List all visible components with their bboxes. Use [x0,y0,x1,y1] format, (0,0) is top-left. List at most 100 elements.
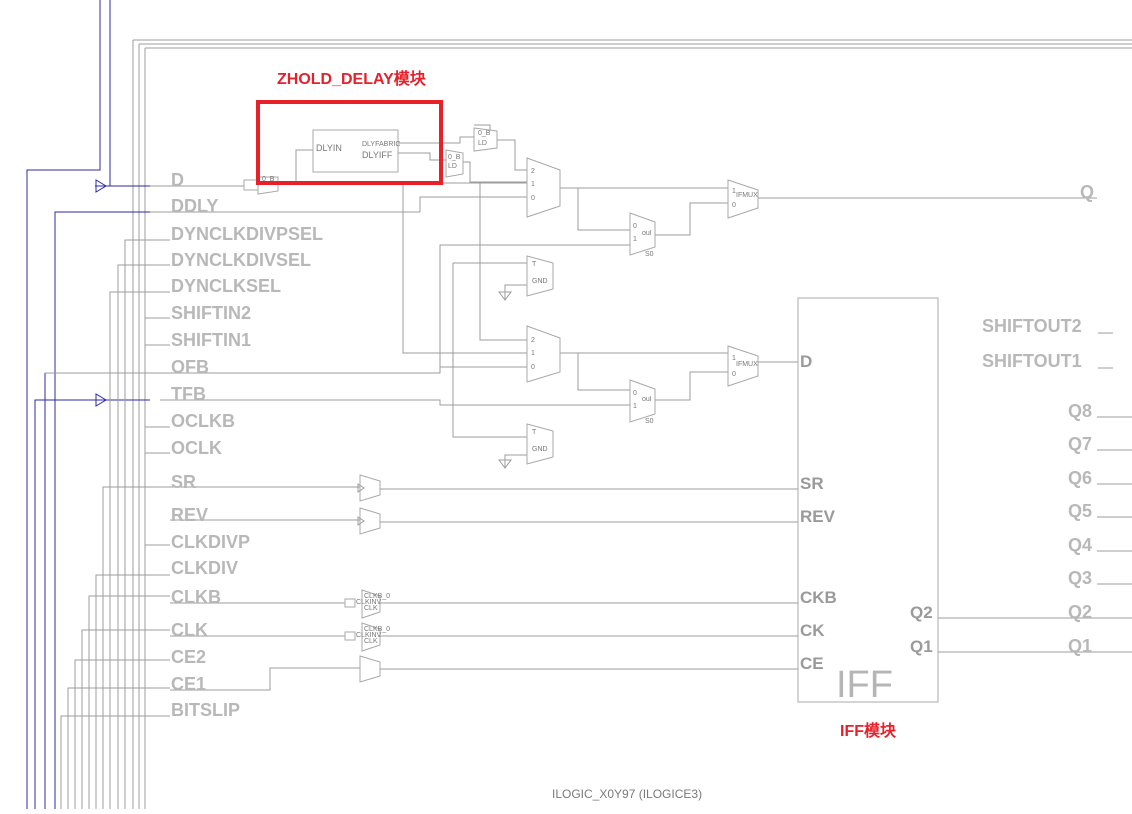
iff-pin-q1: Q1 [910,637,933,656]
output-pin-q8[interactable]: Q8 [1068,401,1092,421]
input-pin-dynclksel[interactable]: DYNCLKSEL [171,276,281,296]
buffer-label: 0_B [262,176,275,183]
input-pin-rev[interactable]: REV [171,505,208,525]
ifmux-upper-in1: 1 [732,188,736,195]
clkb-mux-label-2: CLKINV [356,599,382,606]
dmux-upper-in1: 1 [633,236,637,243]
output-pin-q5[interactable]: Q5 [1068,501,1092,521]
dmux-lower-in1: 1 [633,403,637,410]
sr-buffer[interactable] [357,474,381,502]
mux-upper-in1: 1 [531,181,535,188]
gnd-lower-t: T [532,429,537,436]
input-pin-clk[interactable]: CLK [171,620,208,640]
input-pin-d[interactable]: D [171,170,184,190]
input-pin-clkb[interactable]: CLKB [171,587,221,607]
clk-inverter-mux[interactable]: CLKB_0 CLKINV CLK [344,622,390,652]
mux-upper-in0: 0 [531,195,535,202]
zhold-annotation-title: ZHOLD_DELAY模块 [277,69,427,88]
input-pin-oclkb[interactable]: OCLKB [171,411,235,431]
ilogic-frame [132,39,1132,809]
dmux-upper-label: ouI [642,230,652,237]
iff-block[interactable]: D SR REV CKB CK CE Q2 Q1 IFF [797,297,939,706]
iff-block-name: IFF [836,664,893,706]
dmux-lower-label: ouI [642,396,652,403]
mux-upper[interactable]: 2 1 0 [526,157,561,218]
dmux-lower-sel: S0 [645,418,654,425]
output-pin-q6[interactable]: Q6 [1068,468,1092,488]
input-pin-dynclkdivpsel[interactable]: DYNCLKDIVPSEL [171,224,323,244]
input-pins: D DDLY DYNCLKDIVPSEL DYNCLKDIVSEL DYNCLK… [171,170,323,720]
zhold-out-bottom-label: DLYIFF [362,150,393,160]
input-pin-ce1[interactable]: CE1 [171,674,206,694]
ifmux-lower-in0: 0 [732,371,736,378]
mux-lower-in0: 0 [531,364,535,371]
input-pin-ce2[interactable]: CE2 [171,647,206,667]
iff-pin-d: D [800,352,812,371]
dmux-upper[interactable]: 0 1 ouI S0 [629,212,656,258]
ifmux-upper-in0: 0 [732,202,736,209]
iff-annotation-title: IFF模块 [840,721,897,740]
output-pin-q4[interactable]: Q4 [1068,535,1092,555]
ce-buffer[interactable] [359,655,381,683]
dmux-lower-in0: 0 [633,390,637,397]
iff-pin-ce: CE [800,654,824,673]
mux-upper-in2: 2 [531,168,535,175]
output-pin-q2[interactable]: Q2 [1068,602,1092,622]
ifmux-lower-label: IFMUX [736,361,758,368]
input-pin-oclk[interactable]: OCLK [171,438,222,458]
iff-pin-q2: Q2 [910,603,933,622]
output-pin-shiftout1[interactable]: SHIFTOUT1 [982,351,1082,371]
mux-lower-in2: 2 [531,337,535,344]
mux-lower[interactable]: 2 1 0 [526,325,561,383]
ifmux-lower-in1: 1 [732,355,736,362]
input-pin-clkdiv[interactable]: CLKDIV [171,558,238,578]
input-pin-clkdivp[interactable]: CLKDIVP [171,532,250,552]
input-pin-ddly[interactable]: DDLY [171,196,218,216]
input-pin-tfb[interactable]: TFB [171,384,206,404]
output-pin-q[interactable]: Q [1080,182,1094,202]
cell-instance-name: ILOGIC_X0Y97 (ILOGICE3) [552,787,702,801]
iff-pin-rev: REV [800,507,836,526]
iff-pin-ck: CK [800,621,825,640]
external-routing [26,0,170,809]
input-pin-bitslip[interactable]: BITSLIP [171,700,240,720]
gnd-upper-t: T [532,261,537,268]
output-pin-q1[interactable]: Q1 [1068,636,1092,656]
gnd-lower[interactable]: T GND [498,423,554,469]
mux-lower-in1: 1 [531,350,535,357]
dmux-lower[interactable]: 0 1 ouI S0 [629,379,656,425]
input-pin-ofb[interactable]: OFB [171,357,209,377]
input-pin-dynclkdivsel[interactable]: DYNCLKDIVSEL [171,250,311,270]
clkb-inverter-mux[interactable]: CLKB_0 CLKINV CLK [344,589,390,619]
iff-pin-ckb: CKB [800,588,837,607]
output-pin-q7[interactable]: Q7 [1068,434,1092,454]
zhold-out-top-label: DLYFABRIC [362,141,400,148]
iff-ld-label: LD [448,163,457,170]
zhold-delay-block[interactable]: DLYIN DLYFABRIC DLYIFF [312,129,400,173]
iff-buffer[interactable]: 0_B LD [445,149,464,178]
ifmux-upper[interactable]: 1 IFMUX 0 [727,179,759,219]
ifmux-upper-label: IFMUX [736,192,758,199]
input-pin-shiftin2[interactable]: SHIFTIN2 [171,303,251,323]
input-pin-sr[interactable]: SR [171,472,196,492]
output-pin-shiftout2[interactable]: SHIFTOUT2 [982,316,1082,336]
internal-wiring [150,124,1132,691]
zhold-in-label: DLYIN [316,143,342,153]
clk-mux-label-2: CLKINV [356,632,382,639]
clkb-mux-label-3: CLK [364,605,378,612]
left-comb-wires [45,239,170,809]
gnd-upper[interactable]: T GND [498,255,554,301]
gnd-lower-label: GND [532,446,548,453]
dmux-upper-in0: 0 [633,223,637,230]
iff-buffer-label: 0_B [448,154,461,161]
ifmux-lower[interactable]: 1 IFMUX 0 [727,345,759,387]
fabric-buffer[interactable]: 0_B LD [473,127,498,152]
output-pin-q3[interactable]: Q3 [1068,568,1092,588]
clk-mux-label-1: CLKB_0 [364,626,390,633]
gnd-upper-label: GND [532,278,548,285]
input-pin-shiftin1[interactable]: SHIFTIN1 [171,330,251,350]
rev-buffer[interactable] [357,507,381,535]
output-pins: Q SHIFTOUT2 SHIFTOUT1 Q8 Q7 Q6 Q5 Q4 Q3 … [982,182,1113,656]
